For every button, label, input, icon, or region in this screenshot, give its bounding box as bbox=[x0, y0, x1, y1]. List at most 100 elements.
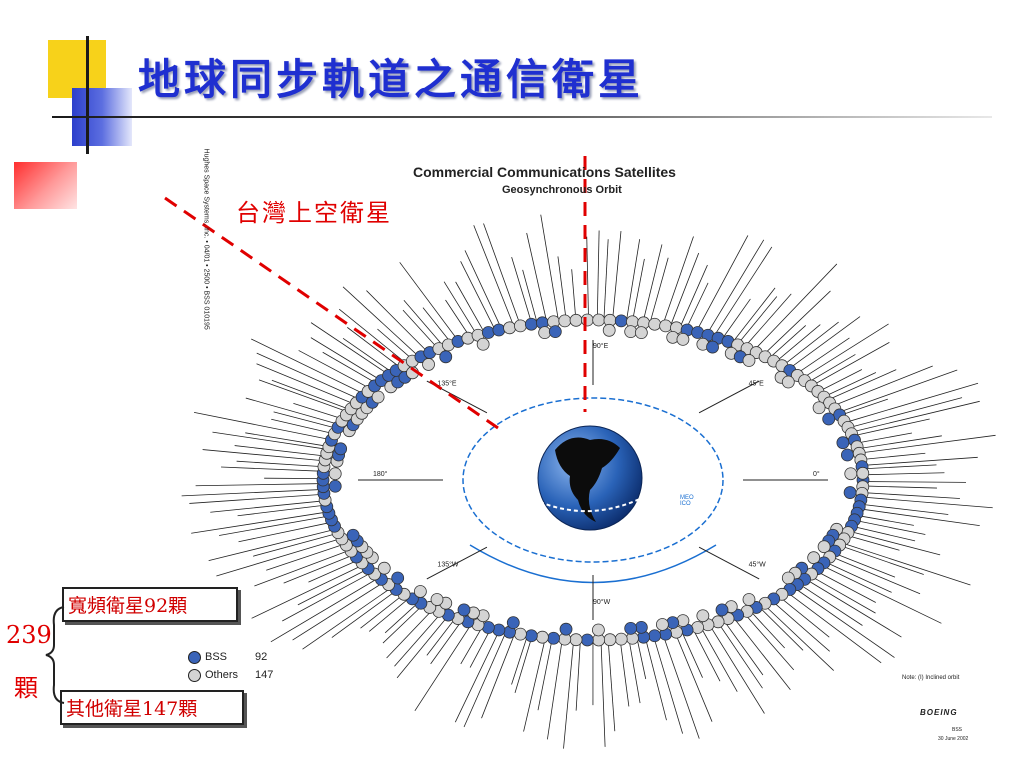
leader-line bbox=[795, 337, 850, 375]
satellite-markers bbox=[316, 313, 870, 647]
leader-line bbox=[426, 617, 457, 656]
other-satellite-marker bbox=[781, 571, 795, 585]
bss-satellite-marker bbox=[648, 629, 662, 643]
leader-line bbox=[219, 515, 330, 536]
legend-item-others: Others 147 bbox=[188, 666, 273, 684]
leader-line bbox=[399, 262, 459, 342]
other-satellite-marker bbox=[807, 551, 821, 565]
leader-line bbox=[818, 369, 863, 393]
other-satellite-marker bbox=[691, 621, 705, 634]
leader-line bbox=[445, 299, 471, 338]
leader-line bbox=[858, 508, 980, 527]
leader-line bbox=[443, 281, 478, 336]
leader-line bbox=[430, 619, 463, 665]
leader-line bbox=[360, 593, 405, 629]
leader-line bbox=[483, 223, 521, 327]
continent-shape bbox=[555, 437, 620, 522]
other-satellite-marker bbox=[624, 325, 638, 339]
leader-line bbox=[557, 256, 567, 321]
longitude-label: 180° bbox=[373, 470, 388, 478]
other-satellite-marker bbox=[538, 326, 552, 340]
leader-line bbox=[271, 418, 335, 435]
other-satellite-marker bbox=[513, 627, 527, 641]
bss-satellite-marker bbox=[506, 616, 520, 630]
legend-label-bss: BSS bbox=[205, 651, 228, 663]
leader-line bbox=[625, 239, 641, 322]
bss-satellite-marker bbox=[614, 314, 628, 328]
other-satellite-marker bbox=[742, 354, 756, 367]
longitude-label: 135°W bbox=[437, 561, 458, 569]
leader-line bbox=[193, 412, 332, 441]
leader-line bbox=[782, 321, 839, 367]
other-satellite-marker bbox=[503, 321, 516, 335]
inner-orbit-ellipse bbox=[462, 397, 724, 563]
leader-line bbox=[377, 328, 414, 361]
legend-item-bss: BSS 92 bbox=[188, 648, 273, 666]
leader-line bbox=[331, 589, 398, 638]
leader-line bbox=[862, 481, 967, 483]
leader-line bbox=[256, 352, 360, 400]
other-satellite-marker bbox=[371, 390, 385, 404]
leader-line bbox=[210, 500, 326, 513]
longitude-label: 45°W bbox=[749, 561, 767, 569]
leader-line bbox=[821, 564, 942, 624]
legend-label-others: Others bbox=[205, 669, 239, 681]
leader-line bbox=[216, 537, 342, 577]
bss-satellite-marker bbox=[840, 448, 854, 462]
leader-line bbox=[649, 257, 669, 324]
figure-heading: Commercial Communications Satellites bbox=[413, 164, 676, 180]
longitude-spoke bbox=[426, 546, 488, 580]
leader-line bbox=[251, 564, 364, 619]
brace-icon bbox=[45, 606, 65, 704]
leader-line bbox=[603, 239, 609, 321]
leader-line bbox=[763, 603, 834, 671]
leader-line bbox=[862, 492, 960, 499]
leader-line bbox=[596, 230, 600, 321]
bss-satellite-marker bbox=[843, 486, 857, 499]
leader-line bbox=[743, 612, 795, 671]
other-satellite-marker bbox=[413, 585, 427, 598]
bss-satellite-marker bbox=[559, 622, 573, 636]
leader-line bbox=[342, 286, 420, 358]
bss-dot-icon bbox=[188, 650, 201, 664]
leader-line bbox=[685, 282, 709, 330]
leader-line bbox=[679, 264, 708, 329]
leader-line bbox=[859, 503, 949, 515]
leader-line bbox=[394, 612, 443, 667]
leader-line bbox=[631, 258, 645, 322]
total-unit: 顆 bbox=[14, 674, 38, 702]
leader-line bbox=[839, 398, 888, 416]
leader-line bbox=[837, 369, 958, 414]
leader-line bbox=[283, 554, 355, 584]
total-number: 239 bbox=[6, 621, 52, 649]
other-satellite-marker bbox=[742, 593, 756, 606]
leader-line bbox=[732, 616, 791, 691]
leader-line bbox=[221, 466, 324, 472]
figure-subheading: Geosynchronous Orbit bbox=[502, 184, 622, 196]
longitude-spoke bbox=[698, 546, 760, 580]
leader-line bbox=[422, 307, 453, 344]
other-satellite-marker bbox=[817, 540, 831, 554]
leader-line bbox=[862, 485, 937, 489]
leader-line bbox=[384, 601, 420, 634]
leader-line bbox=[846, 534, 900, 551]
note-text: Note: (I) Inclined orbit bbox=[902, 675, 960, 681]
bss-satellite-marker bbox=[547, 631, 560, 645]
leader-line bbox=[860, 452, 926, 461]
leader-line bbox=[628, 638, 641, 704]
leader-line bbox=[347, 327, 401, 369]
leader-line bbox=[778, 595, 830, 638]
leader-line bbox=[252, 532, 339, 557]
longitude-label: 90°E bbox=[593, 342, 609, 350]
leader-line bbox=[386, 608, 434, 659]
leader-line bbox=[460, 261, 496, 331]
other-satellite-marker bbox=[513, 319, 527, 333]
other-satellite-marker bbox=[781, 375, 795, 389]
leader-line bbox=[862, 472, 945, 476]
leader-line bbox=[212, 431, 329, 450]
other-satellite-marker bbox=[844, 467, 858, 481]
other-satellite-marker bbox=[614, 632, 628, 646]
bss-satellite-marker bbox=[822, 412, 836, 426]
other-satellite-marker bbox=[676, 333, 690, 346]
leader-line bbox=[237, 504, 327, 517]
